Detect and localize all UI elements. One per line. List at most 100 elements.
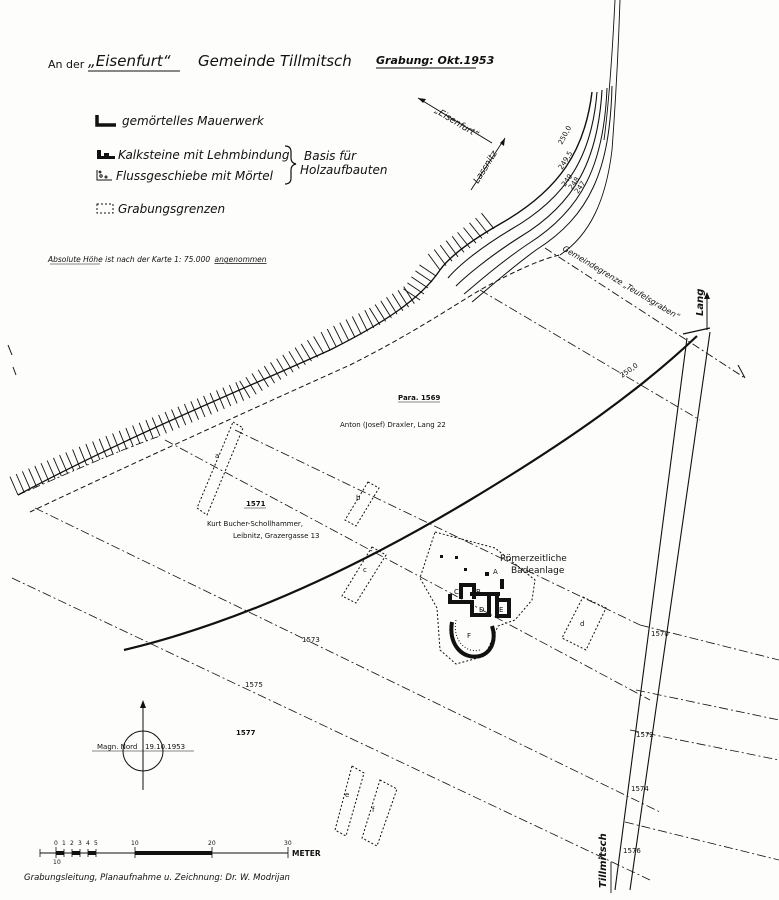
hachure-stroke <box>158 414 167 434</box>
scale-tick: 4 <box>86 840 90 847</box>
owner-1569: Anton (Josef) Draxler, Lang 22 <box>340 421 446 429</box>
credit-line: Grabungsleitung, Planaufnahme u. Zeichnu… <box>24 873 290 883</box>
hachure-stroke <box>469 222 483 239</box>
hachure-stroke <box>15 473 25 493</box>
hachure-stroke <box>457 232 471 249</box>
hachure-stroke <box>407 282 425 295</box>
room-letter-c: C <box>454 588 459 596</box>
legend-excavation-bounds: Grabungsgrenzen <box>118 202 225 216</box>
hachure-stroke <box>364 309 375 329</box>
hachure-stroke <box>411 276 429 289</box>
contour-label: 250,0 <box>557 124 573 145</box>
hachure-stroke <box>300 343 312 362</box>
tillmitsch-marker: Tillmitsch <box>598 833 612 893</box>
roman-bath: A B C D E F Römerzeitliche Badeanlage <box>419 531 567 665</box>
hachure-stroke <box>228 384 238 404</box>
scale-start-mark: 1 <box>53 859 57 866</box>
contour-label: 249,5 <box>557 150 574 171</box>
hachure-stroke <box>439 244 453 262</box>
hachure-stroke <box>307 339 319 358</box>
legend-gravel: Flussgeschiebe mit Mörtel <box>116 169 274 183</box>
legend-basis-2: Holzaufbauten <box>300 163 387 177</box>
eisenfurt-label: „Eisenfurt“ <box>432 106 480 140</box>
hachure-stroke <box>78 446 88 466</box>
bath-label-2: Badeanlage <box>511 566 565 576</box>
scale-tick: 20 <box>208 840 216 847</box>
hachure-stroke <box>263 365 275 384</box>
hachure-stroke <box>386 297 398 315</box>
trench-f <box>361 779 398 847</box>
scale-tick: 1 <box>62 840 66 847</box>
eisenfurt-marker: „Eisenfurt“ <box>417 97 493 144</box>
road <box>614 327 711 891</box>
bath-label-1: Römerzeitliche <box>500 554 567 564</box>
parcel-1575: 1575 <box>245 681 263 689</box>
hachure-stroke <box>177 406 187 426</box>
bank-hachures <box>9 212 495 496</box>
hachure-stroke <box>52 457 62 477</box>
room-letter-a: A <box>493 568 498 576</box>
hachure-stroke <box>369 307 381 326</box>
bath-walls <box>440 555 511 618</box>
trench-b <box>344 481 380 527</box>
hachure-stroke <box>358 313 368 332</box>
limestone-symbol <box>97 150 115 159</box>
hachure-stroke <box>164 411 174 431</box>
hachure-stroke <box>196 398 206 418</box>
hachure-stroke <box>282 354 294 373</box>
scale-tick: 2 <box>70 840 74 847</box>
hachure-stroke <box>339 322 350 341</box>
room-letter-f: F <box>467 632 471 640</box>
compass-date: 19.10.1953 <box>145 743 185 751</box>
hachure-stroke <box>463 227 477 244</box>
hachure-stroke <box>320 331 331 351</box>
hachure-stroke <box>183 403 193 423</box>
hachure-stroke <box>21 471 31 490</box>
hachure-stroke <box>351 316 362 335</box>
trench-letter-d: d <box>580 620 584 628</box>
parcel-1574: 1574 <box>631 785 649 793</box>
parcel-labels: Para. 1569 Anton (Josef) Draxler, Lang 2… <box>207 394 669 855</box>
parcel-1573: 1573 <box>302 636 320 644</box>
title-community: Gemeinde Tillmitsch <box>198 52 352 70</box>
room-letter-e: E <box>499 606 503 614</box>
hachure-stroke <box>28 468 38 488</box>
scale-tick: 0 <box>54 840 58 847</box>
trench-letter-e: e <box>345 791 349 799</box>
mortar-masonry-symbol <box>95 115 116 127</box>
boundary-label: Gemeindegrenze „Teufelsgraben“ <box>561 244 682 322</box>
scale-tick: 10 <box>131 840 139 847</box>
hachure-stroke <box>9 476 19 496</box>
hachure-stroke <box>216 390 225 410</box>
hachure-stroke <box>105 435 114 455</box>
legend-mortar-masonry: gemörtelles Mauerwerk <box>122 114 265 128</box>
trench-letter-a: a <box>215 452 219 460</box>
parcel-1569-label: Para. 1569 <box>398 394 441 402</box>
hachure-stroke <box>145 419 154 439</box>
hachure-stroke <box>257 369 269 388</box>
legend-brace <box>284 145 297 185</box>
edge-marks <box>7 344 17 376</box>
hachure-stroke <box>288 351 300 369</box>
hachure-stroke <box>203 395 212 415</box>
hachure-stroke <box>276 358 288 377</box>
hachure-stroke <box>171 409 180 429</box>
hachure-stroke <box>112 433 121 453</box>
trench-a <box>196 421 244 516</box>
north-arrow-icon <box>140 700 146 708</box>
hachure-stroke <box>481 212 495 230</box>
excavation-bounds-symbol <box>96 203 114 214</box>
scale-tick: 5 <box>94 840 98 847</box>
community-boundary: Gemeindegrenze „Teufelsgraben“ <box>544 244 746 379</box>
lang-marker: Lang <box>695 289 710 330</box>
hachure-stroke <box>46 460 56 479</box>
hachure-stroke <box>391 293 404 311</box>
hachure-stroke <box>125 427 134 447</box>
tillmitsch-label: Tillmitsch <box>598 833 609 888</box>
owner-1571-line1: Kurt Bucher-Schollhammer, <box>207 520 303 528</box>
owner-1571-line2: Leibnitz, Grazergasse 13 <box>233 532 320 540</box>
hachure-stroke <box>345 319 356 338</box>
bath-excavation-bound <box>419 531 536 665</box>
hachure-stroke <box>40 463 50 482</box>
